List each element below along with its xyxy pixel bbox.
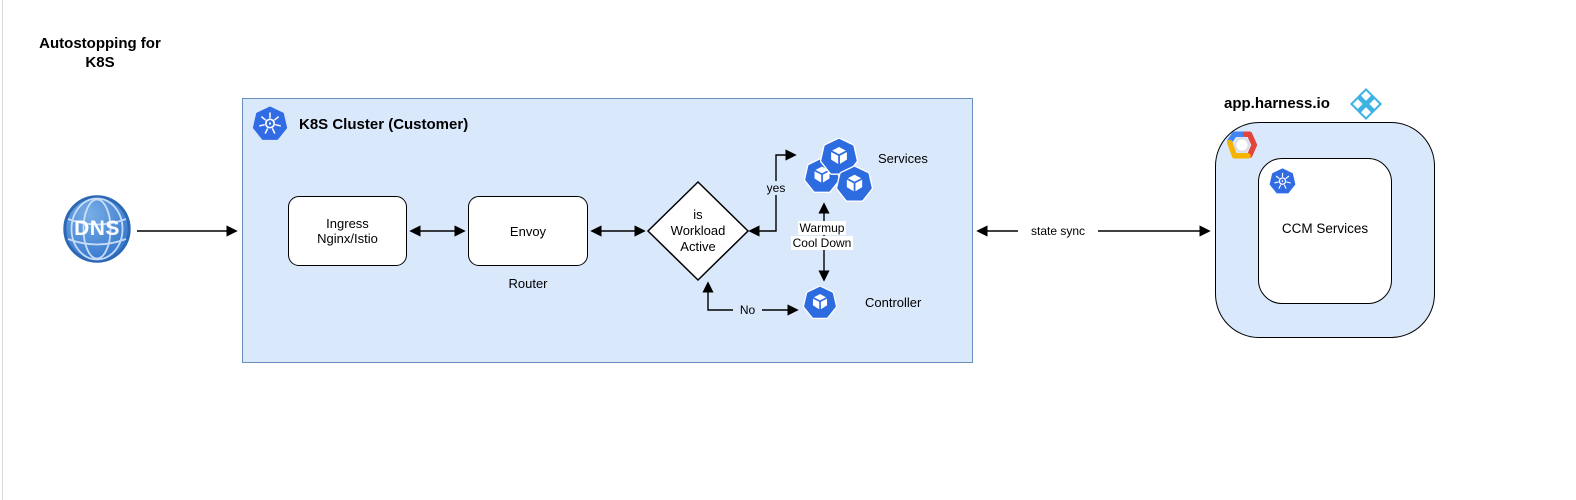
ingress-label-line1: Ingress xyxy=(326,216,369,231)
envoy-node: Envoy xyxy=(468,196,588,266)
page-title-line1: Autostopping for xyxy=(39,35,161,52)
router-caption: Router xyxy=(508,276,548,291)
decision-line1: is xyxy=(693,207,703,222)
ccm-services-label: CCM Services xyxy=(1281,221,1369,236)
controller-label: Controller xyxy=(865,295,922,310)
warmup-label-line1: Warmup xyxy=(797,221,847,235)
harness-logo-icon xyxy=(1350,88,1382,120)
dns-globe-icon xyxy=(63,195,131,263)
state-sync-label: state sync xyxy=(1018,224,1098,238)
no-edge-label: No xyxy=(733,303,762,317)
ingress-node: Ingress Nginx/Istio xyxy=(288,196,407,266)
decision-diamond xyxy=(646,180,750,282)
decision-label: is Workload Active xyxy=(663,207,733,255)
yes-edge-label: yes xyxy=(757,181,795,195)
decision-line3: Active xyxy=(680,239,716,254)
page-title: Autostopping for K8S xyxy=(30,34,170,72)
edge-no-decision-controller xyxy=(702,281,799,316)
envoy-label: Envoy xyxy=(509,223,547,239)
service-pod-icon xyxy=(836,166,873,202)
kubernetes-icon xyxy=(1269,168,1296,194)
services-label: Services xyxy=(878,151,928,166)
warmup-label-line2: Cool Down xyxy=(790,236,854,250)
controller-pod-icon xyxy=(803,286,837,319)
cluster-title: K8S Cluster (Customer) xyxy=(299,116,469,133)
service-pod-icon xyxy=(820,138,858,175)
warmup-cooldown-label: Warmup Cool Down xyxy=(777,221,867,251)
window-left-edge xyxy=(2,0,3,500)
page-title-line2: K8S xyxy=(85,54,115,71)
kubernetes-icon xyxy=(252,106,288,140)
ingress-label-line2: Nginx/Istio xyxy=(317,231,378,246)
google-cloud-icon xyxy=(1227,131,1258,159)
dns-label: DNS xyxy=(74,217,120,240)
decision-line2: Workload xyxy=(670,223,726,238)
harness-domain-title: app.harness.io xyxy=(1224,95,1330,112)
